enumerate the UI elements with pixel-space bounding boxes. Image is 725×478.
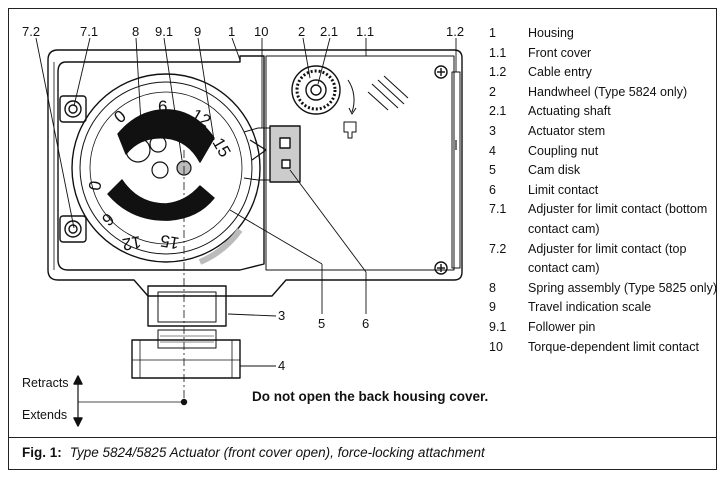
legend-num: 2 xyxy=(489,84,496,99)
legend-item: 7.1 Adjuster for limit contact (bottom co… xyxy=(489,200,717,239)
coupling-nut xyxy=(131,339,241,379)
legend-text: Adjuster for limit contact (bottom conta… xyxy=(528,202,708,236)
dial-outer xyxy=(71,73,261,263)
cable-entry xyxy=(451,71,461,269)
scale-label: 6 xyxy=(158,97,167,116)
legend-text: Housing xyxy=(528,26,574,40)
housing-outline xyxy=(47,49,463,297)
legend-text: Follower pin xyxy=(528,319,596,334)
limit-contact xyxy=(243,125,301,183)
legend-item: 4 Coupling nut xyxy=(489,142,717,162)
legend-text: Handwheel (Type 5824 only) xyxy=(528,84,688,99)
legend-text: Coupling nut xyxy=(528,143,599,158)
callout-7-2: 7.2 xyxy=(22,24,41,39)
scale-label: 0 xyxy=(84,179,104,192)
caption-label: Fig. 1: xyxy=(22,445,62,460)
screw-bottom-right-icon xyxy=(434,261,448,275)
legend-item: 5 Cam disk xyxy=(489,161,717,181)
adjuster-7-1-icon xyxy=(59,95,87,123)
legend-item: 9.1 Follower pin xyxy=(489,318,717,338)
legend-num: 1 xyxy=(489,26,496,40)
legend-item: 10 Torque-dependent limit contact xyxy=(489,338,717,358)
legend-num: 9.1 xyxy=(489,319,507,334)
callout-2-1: 2.1 xyxy=(320,24,339,39)
legend-text: Cam disk xyxy=(528,163,581,178)
extends-label: Extends xyxy=(22,408,68,422)
legend-item: 1.1 Front cover xyxy=(489,44,717,64)
caption-divider xyxy=(8,437,717,438)
legend-item: 1.2 Cable entry xyxy=(489,63,717,83)
legend-text: Actuator stem xyxy=(528,123,606,138)
legend-text: Spring assembly (Type 5825 only) xyxy=(528,280,717,295)
legend-num: 10 xyxy=(489,339,503,354)
callout-2: 2 xyxy=(298,24,306,39)
callout-10: 10 xyxy=(254,24,269,39)
legend-text: Front cover xyxy=(528,45,592,60)
front-cover xyxy=(265,55,455,271)
legend-num: 8 xyxy=(489,280,496,295)
callout-7-1: 7.1 xyxy=(80,24,99,39)
legend-num: 6 xyxy=(489,182,496,197)
hand-hint-icon xyxy=(367,75,409,111)
screw-top-right-icon xyxy=(434,65,448,79)
scale-label: 6 xyxy=(98,209,117,230)
legend-item: 7.2 Adjuster for limit contact (top conta… xyxy=(489,240,717,279)
callout-5: 5 xyxy=(318,316,326,331)
dial-scale xyxy=(89,91,243,245)
legend-num: 7.1 xyxy=(489,202,507,217)
handwheel-icon xyxy=(291,65,357,115)
legend-num: 2.1 xyxy=(489,104,507,119)
legend-num: 7.2 xyxy=(489,241,507,256)
callout-1-2: 1.2 xyxy=(446,24,465,39)
legend-item: 2 Handwheel (Type 5824 only) xyxy=(489,83,717,103)
legend-num: 1.2 xyxy=(489,65,507,80)
scale-label: 0 xyxy=(110,106,129,127)
callout-9-1: 9.1 xyxy=(155,24,174,39)
callout-1: 1 xyxy=(228,24,236,39)
callout-4: 4 xyxy=(278,358,286,373)
legend-num: 9 xyxy=(489,300,496,315)
legend-item: 9 Travel indication scale xyxy=(489,298,717,318)
adjuster-7-2-icon xyxy=(59,215,87,243)
caption-text: Type 5824/5825 Actuator (front cover ope… xyxy=(69,445,485,460)
legend-text: Torque-dependent limit contact xyxy=(528,339,699,354)
cam-disk xyxy=(117,109,215,163)
callout-8: 8 xyxy=(132,24,140,39)
legend-text: Travel indication scale xyxy=(528,300,652,315)
legend: 1 Housing 1.1 Front cover 1.2 Cable entry 2… xyxy=(489,24,717,357)
legend-text: Adjuster for limit contact (top contact … xyxy=(528,241,687,276)
legend-item: 1 Housing xyxy=(489,24,717,44)
retracts-label: Retracts xyxy=(22,376,69,390)
legend-text: Actuating shaft xyxy=(528,104,611,119)
legend-num: 4 xyxy=(489,143,496,158)
callout-1-1: 1.1 xyxy=(356,24,375,39)
legend-item: 2.1 Actuating shaft xyxy=(489,102,717,122)
legend-item: 3 Actuator stem xyxy=(489,122,717,142)
callout-6: 6 xyxy=(362,316,370,331)
legend-num: 5 xyxy=(489,163,496,178)
legend-item: 6 Limit contact xyxy=(489,181,717,201)
callout-3: 3 xyxy=(278,308,286,323)
actuator-stem xyxy=(147,285,227,349)
figure-frame xyxy=(8,8,717,470)
scale-label: 12 xyxy=(121,232,143,254)
housing-inner xyxy=(57,55,265,271)
legend-text: Cable entry xyxy=(528,65,592,80)
scale-label: 15 xyxy=(159,231,181,253)
callout-9: 9 xyxy=(194,24,202,39)
figure-caption: Fig. 1: Type 5824/5825 Actuator (front co… xyxy=(22,445,485,460)
legend-num: 3 xyxy=(489,123,496,138)
legend-item: 8 Spring assembly (Type 5825 only) xyxy=(489,279,717,299)
warning-text: Do not open the back housing cover. xyxy=(252,389,489,404)
legend-num: 1.1 xyxy=(489,45,507,60)
legend-text: Limit contact xyxy=(528,182,599,197)
